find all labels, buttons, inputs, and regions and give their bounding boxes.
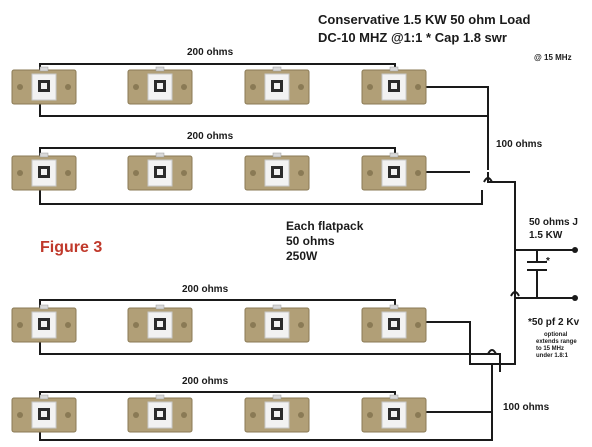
flatpack-resistor xyxy=(127,394,193,433)
crossover-hop-output xyxy=(510,291,520,297)
lower-group-label: 100 ohms xyxy=(503,402,550,413)
output-label-line-1: 50 ohms J xyxy=(529,217,578,228)
flatpack-resistor xyxy=(361,394,427,433)
cap-note-5: under 1.8:1 xyxy=(536,353,569,359)
row-1-top-bus xyxy=(39,63,396,70)
flatpack-resistor xyxy=(127,304,193,343)
flatpack-note-line-2: 50 ohms xyxy=(286,234,335,248)
row-1-bottom-bus xyxy=(39,104,489,170)
flatpack-note-line-1: Each flatpack xyxy=(286,219,364,233)
row-1-label: 200 ohms xyxy=(187,47,234,58)
crossover-hop-lower xyxy=(487,349,497,355)
output-hot-terminal xyxy=(572,247,578,253)
flatpack-resistor xyxy=(11,66,77,105)
crossover-hop-upper xyxy=(483,177,493,183)
cap-note-3: extends range xyxy=(536,339,577,345)
flatpack-resistor xyxy=(11,304,77,343)
row-3-top-bus xyxy=(39,299,396,308)
figure-label: Figure 3 xyxy=(40,239,102,256)
flatpack-resistor xyxy=(361,66,427,105)
resistor-array xyxy=(11,66,427,433)
flatpack-resistor xyxy=(127,66,193,105)
row-3-bottom-bus xyxy=(39,338,501,372)
title-line-1: Conservative 1.5 KW 50 ohm Load xyxy=(318,12,530,27)
flatpack-resistor xyxy=(244,66,310,105)
cap-marker: * xyxy=(546,256,550,267)
output-ground-terminal xyxy=(572,295,578,301)
flatpack-note-line-3: 250W xyxy=(286,249,318,263)
row-4-label: 200 ohms xyxy=(182,376,229,387)
row-4-bottom-bus xyxy=(39,364,493,441)
flatpack-resistor xyxy=(361,304,427,343)
lower-group-riser xyxy=(500,296,516,365)
output-label-line-2: 1.5 KW xyxy=(529,230,563,241)
title-line-2: DC-10 MHZ @1:1 * Cap 1.8 swr xyxy=(318,30,507,45)
flatpack-resistor xyxy=(244,304,310,343)
flatpack-resistor xyxy=(244,394,310,433)
flatpack-resistor xyxy=(11,152,77,191)
upper-group-label: 100 ohms xyxy=(496,139,543,150)
flatpack-resistor xyxy=(11,394,77,433)
row-2-label: 200 ohms xyxy=(187,131,234,142)
flatpack-resistor xyxy=(127,152,193,191)
row-2-bottom-bus xyxy=(39,190,483,205)
flatpack-resistor xyxy=(361,152,427,191)
row-2-top-bus xyxy=(39,147,396,156)
flatpack-resistor xyxy=(244,152,310,191)
title-line-3: @ 15 MHz xyxy=(534,53,572,62)
row-3-label: 200 ohms xyxy=(182,284,229,295)
upper-right-junction xyxy=(425,86,489,116)
lower-right-junction xyxy=(425,321,500,365)
cap-note-4: to 15 MHz xyxy=(536,346,564,352)
upper-group-drop xyxy=(487,172,516,296)
row-4-top-bus xyxy=(39,391,396,398)
cap-note-line-1: *50 pf 2 Kv xyxy=(528,317,580,328)
cap-note-2: optional xyxy=(544,332,568,338)
